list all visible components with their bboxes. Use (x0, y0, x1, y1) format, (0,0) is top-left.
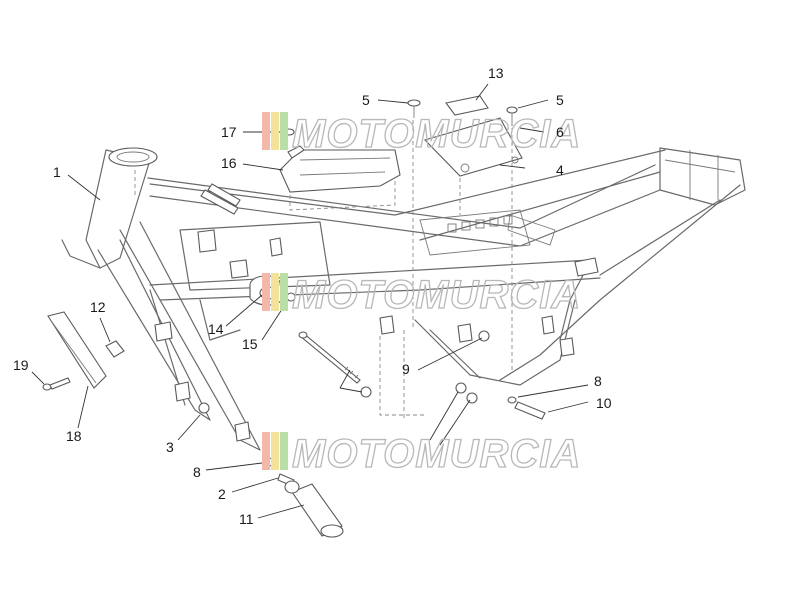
callout-12: 12 (90, 299, 106, 315)
screw-5b (506, 106, 518, 126)
clip-12 (105, 340, 125, 358)
callout-17: 17 (221, 124, 237, 140)
callout-13: 13 (488, 65, 504, 81)
spacer-11 (284, 480, 344, 538)
callout-14: 14 (208, 321, 224, 337)
callout-1: 1 (53, 164, 61, 180)
callout-5b: 5 (556, 92, 564, 108)
watermark-text-top: MOTOMURCIA (292, 112, 581, 156)
watermark-stripe (271, 432, 279, 470)
callout-labels: 1 2 3 4 5 5 6 8 8 9 10 11 12 13 14 15 16… (13, 65, 612, 527)
watermark-stripe (271, 112, 279, 150)
cover-plate-4 (423, 117, 523, 177)
callout-19: 19 (13, 357, 29, 373)
watermark-stripe (280, 273, 288, 311)
callout-15: 15 (242, 336, 258, 352)
watermark-middle: MOTOMURCIA (262, 272, 581, 318)
watermark-top: MOTOMURCIA (262, 111, 581, 157)
callout-2: 2 (218, 486, 226, 502)
watermark-stripe (262, 432, 270, 470)
leader-lines (31, 83, 589, 519)
watermark-text-bottom: MOTOMURCIA (292, 432, 581, 476)
callout-6: 6 (556, 124, 564, 140)
callout-18: 18 (66, 428, 82, 444)
watermark-stripe (262, 273, 270, 311)
callout-4: 4 (556, 162, 564, 178)
callout-5a: 5 (362, 92, 370, 108)
callout-9: 9 (402, 361, 410, 377)
callout-8a: 8 (193, 464, 201, 480)
callout-11: 11 (239, 511, 254, 527)
watermark-text-middle: MOTOMURCIA (292, 273, 581, 317)
assembly-guides (134, 120, 513, 418)
watermark-stripe (280, 432, 288, 470)
callout-10: 10 (596, 395, 612, 411)
bracket-13 (445, 95, 489, 116)
battery-tray-16 (279, 145, 401, 193)
cover-18 (47, 311, 107, 389)
screw-19 (42, 377, 71, 391)
watermark-stripe (262, 112, 270, 150)
callout-16: 16 (221, 155, 237, 171)
watermark-stripe (271, 273, 279, 311)
callout-8b: 8 (594, 373, 602, 389)
through-bolt (298, 331, 361, 384)
watermark-stripe (280, 112, 288, 150)
callout-3: 3 (166, 439, 174, 455)
watermark-bottom: MOTOMURCIA (262, 431, 581, 477)
